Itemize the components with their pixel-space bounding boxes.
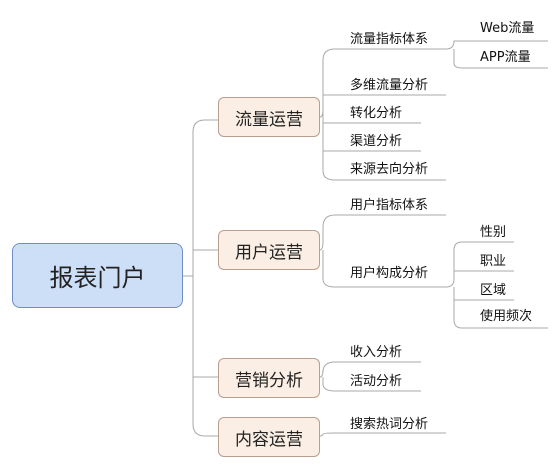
branch-user-ops[interactable]: 用户运营 — [218, 230, 320, 270]
branch1-bracket — [322, 110, 446, 181]
topic-user-metrics[interactable]: 用户指标体系 — [350, 198, 429, 213]
branch4-connector — [319, 432, 446, 437]
root-topic[interactable]: 报表门户 — [12, 243, 183, 308]
branch1-connector — [319, 48, 446, 118]
leaf-web-traffic[interactable]: Web流量 — [480, 21, 535, 36]
branch-content-ops[interactable]: 内容运营 — [218, 417, 320, 457]
sub1-bracket — [445, 40, 548, 50]
sub2-bracket — [445, 241, 514, 288]
leaf-occupation[interactable]: 职业 — [480, 254, 507, 269]
topic-campaign[interactable]: 活动分析 — [350, 374, 403, 389]
topic-source-destination[interactable]: 来源去向分析 — [350, 162, 429, 177]
leaf-gender[interactable]: 性别 — [480, 225, 507, 240]
topic-revenue[interactable]: 收入分析 — [350, 345, 403, 360]
branch3-bracket — [322, 377, 421, 392]
branch-traffic-ops[interactable]: 流量运营 — [218, 97, 320, 137]
topic-multidim-traffic[interactable]: 多维流量分析 — [350, 78, 429, 93]
sub1-line-2 — [453, 49, 548, 69]
topic-hot-search-terms[interactable]: 搜索热词分析 — [350, 417, 429, 432]
topic-conversion[interactable]: 转化分析 — [350, 106, 403, 121]
sub2-bracket-low — [453, 287, 548, 329]
leaf-app-traffic[interactable]: APP流量 — [480, 50, 531, 65]
topic-user-composition[interactable]: 用户构成分析 — [350, 266, 429, 281]
topic-channel[interactable]: 渠道分析 — [350, 134, 403, 149]
branch3-connector — [319, 361, 421, 378]
topic-traffic-metrics[interactable]: 流量指标体系 — [350, 32, 429, 47]
branch2-connector — [319, 214, 446, 251]
leaf-usage-frequency[interactable]: 使用频次 — [480, 309, 533, 324]
branch2-bracket — [322, 250, 446, 288]
trunk-line — [192, 119, 206, 437]
leaf-region[interactable]: 区域 — [480, 283, 507, 298]
branch-marketing-analysis[interactable]: 营销分析 — [218, 358, 320, 398]
